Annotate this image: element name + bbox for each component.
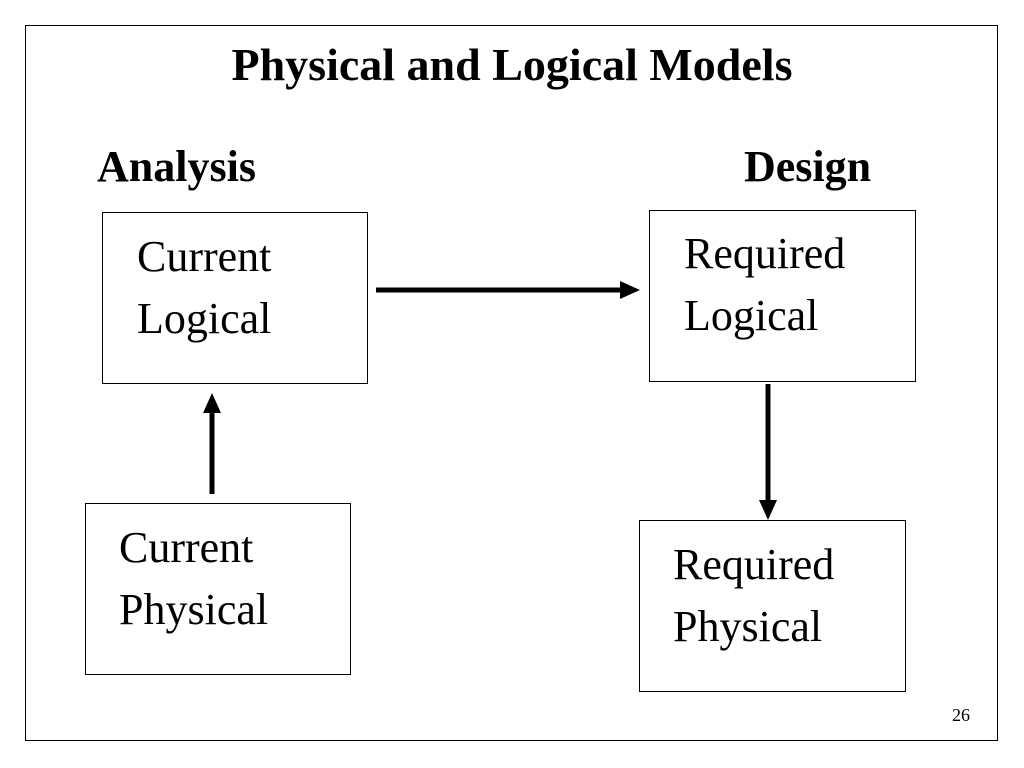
arrow-down-head	[759, 500, 777, 520]
arrow-up-head	[203, 393, 221, 413]
required-physical-line-1: Required	[673, 540, 835, 589]
heading-design: Design	[744, 142, 872, 191]
arrow-current-logical-to-required-logical	[376, 281, 640, 299]
current-physical-line-1: Current	[119, 523, 254, 572]
arrow-current-physical-to-current-logical	[203, 393, 221, 494]
required-physical-box: Required Physical	[639, 520, 906, 692]
required-logical-line-1: Required	[684, 229, 846, 278]
current-physical-box: Current Physical	[85, 503, 351, 675]
current-logical-label: Current Logical	[137, 226, 271, 350]
current-physical-line-2: Physical	[119, 585, 269, 634]
current-logical-line-1: Current	[137, 232, 272, 281]
required-logical-line-2: Logical	[684, 291, 819, 340]
current-physical-label: Current Physical	[119, 517, 268, 641]
required-logical-label: Required Logical	[684, 223, 845, 347]
required-physical-line-2: Physical	[673, 602, 823, 651]
current-logical-box: Current Logical	[102, 212, 368, 384]
slide-frame	[25, 25, 998, 741]
arrow-required-logical-to-required-physical	[759, 384, 777, 520]
page-number: 26	[952, 705, 970, 725]
current-logical-line-2: Logical	[137, 294, 272, 343]
heading-analysis: Analysis	[97, 142, 256, 191]
slide-title: Physical and Logical Models	[231, 39, 793, 90]
required-physical-label: Required Physical	[673, 534, 834, 658]
arrow-right-head	[620, 281, 640, 299]
required-logical-box: Required Logical	[649, 210, 916, 382]
